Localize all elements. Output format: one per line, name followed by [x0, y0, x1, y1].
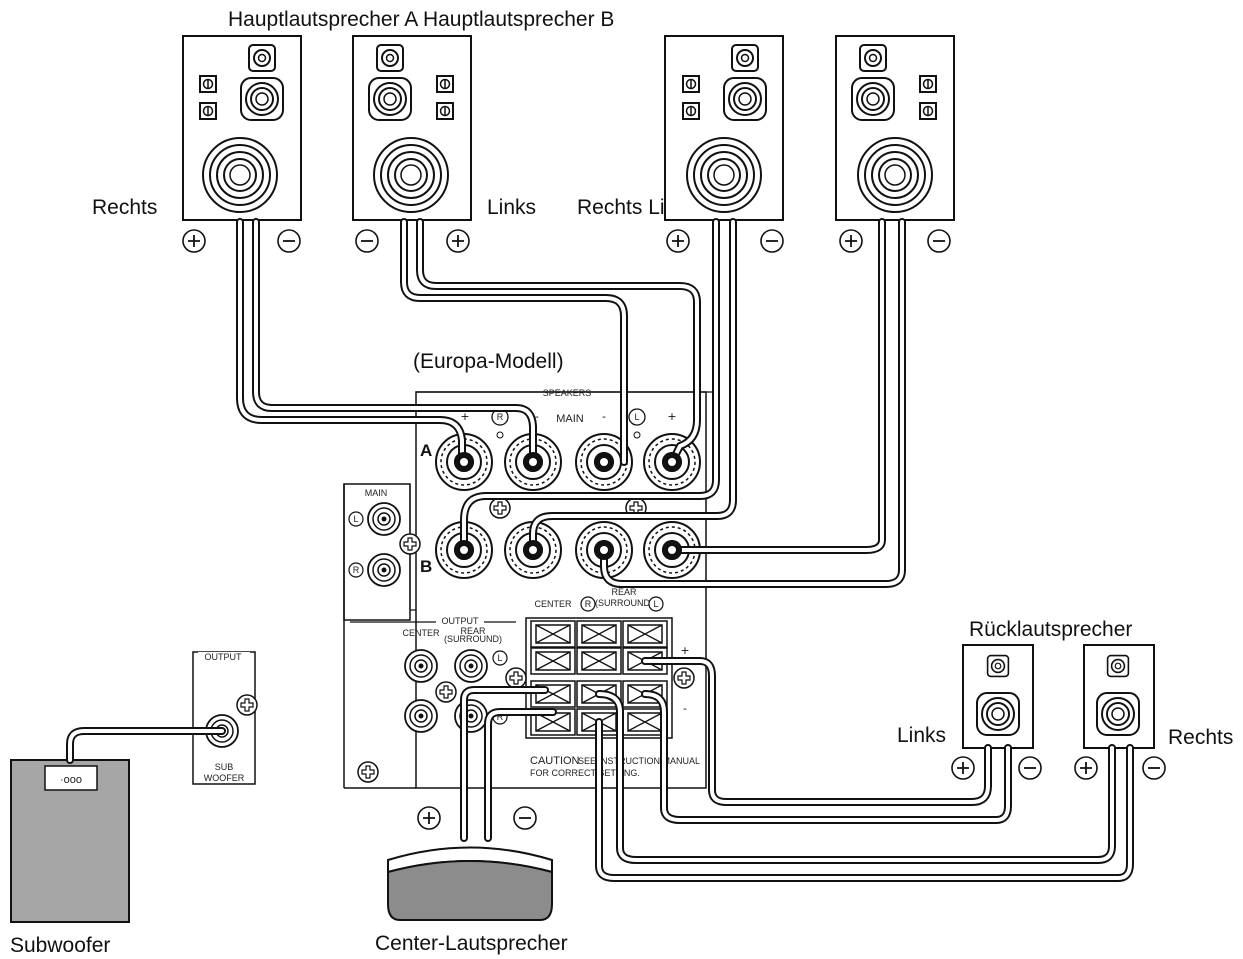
output-center-caption: CENTER: [402, 628, 440, 638]
main-caption: MAIN: [556, 413, 584, 425]
output-r-marker: R: [497, 712, 504, 722]
clip-plus: +: [680, 644, 689, 657]
center-caption: CENTER: [534, 599, 572, 609]
label-rear-right: Rechts: [1168, 726, 1234, 749]
r-marker: R: [497, 412, 504, 422]
output-rear-l-jack: [454, 649, 488, 683]
subwoofer-box: ·ooo: [10, 759, 130, 923]
speaker-main-a-right: [182, 35, 302, 221]
speaker-rear-right: [1083, 644, 1155, 749]
output-surround-caption: (SURROUND): [444, 634, 502, 644]
sub-caption: SUB: [215, 762, 234, 772]
rear-r-marker: R: [585, 599, 592, 609]
caution-text: CAUTION: [530, 755, 580, 767]
sub-output-caption: OUTPUT: [205, 652, 243, 662]
subwoofer-input-dots: ·ooo: [60, 774, 82, 786]
plus-icon: [417, 806, 441, 830]
a-plus-left: +: [667, 410, 676, 423]
plus-icon: [182, 229, 206, 253]
speaker-main-a-left: [352, 35, 472, 221]
output-l-marker: L: [497, 653, 502, 663]
label-subwoofer: Subwoofer: [10, 934, 111, 957]
a-plus-right: +: [460, 410, 469, 423]
label-center-speaker: Center-Lautsprecher: [375, 932, 568, 955]
speaker-cables: [66, 218, 1134, 882]
speaker-main-b-left: [835, 35, 955, 221]
plus-icon: [666, 229, 690, 253]
label-left-a: Links: [487, 196, 537, 219]
main-in-l-jack: [367, 502, 401, 536]
speaker-rear-left: [962, 644, 1034, 749]
woofer-caption: WOOFER: [204, 773, 245, 783]
minus-icon: [1018, 756, 1042, 780]
main-r-marker: R: [353, 565, 360, 575]
minus-icon: [1142, 756, 1166, 780]
minus-icon: [927, 229, 951, 253]
output-caption: OUTPUT: [442, 616, 480, 626]
caution-manual-text: SEE INSTRUCTION MANUAL: [578, 756, 700, 766]
plus-icon: [446, 229, 470, 253]
row-b-label: B: [420, 557, 432, 576]
a-minus-right: -: [535, 410, 539, 423]
clip-minus: -: [683, 702, 687, 715]
surround-caption: (SURROUND): [595, 598, 653, 608]
minus-icon: [513, 806, 537, 830]
a-minus-left: -: [602, 410, 606, 423]
output-center-jack: [404, 649, 438, 683]
row-a-label: A: [420, 441, 432, 460]
center-speaker: [387, 846, 553, 921]
output-rear-r-jack: [454, 699, 488, 733]
plus-icon: [1074, 756, 1098, 780]
plus-icon: [951, 756, 975, 780]
caution-setting-text: FOR CORRECT SETTING.: [530, 768, 640, 778]
subwoofer-output-module: OUTPUT SUB WOOFER: [192, 651, 258, 785]
title-rear-speakers: Rücklautsprecher: [969, 618, 1133, 641]
minus-icon: [277, 229, 301, 253]
title-model: (Europa-Modell): [413, 350, 564, 373]
label-rear-left: Links: [897, 724, 947, 747]
l-marker: L: [634, 412, 639, 422]
rear-l-marker: L: [653, 599, 658, 609]
plus-icon: [839, 229, 863, 253]
title-main-speakers-a-b: Hauptlautsprecher A Hauptlautsprecher B: [228, 8, 615, 31]
rear-caption: REAR: [611, 587, 637, 597]
main-in-caption: MAIN: [365, 488, 388, 498]
speakers-caption: SPEAKERS: [543, 388, 592, 398]
output-center-jack-2: [404, 699, 438, 733]
speaker-main-b-right: [664, 35, 784, 221]
minus-icon: [355, 229, 379, 253]
main-in-r-jack: [367, 553, 401, 587]
minus-icon: [760, 229, 784, 253]
output-rear-caption: REAR: [460, 626, 486, 636]
label-right-a: Rechts: [92, 196, 158, 219]
main-l-marker: L: [353, 514, 358, 524]
